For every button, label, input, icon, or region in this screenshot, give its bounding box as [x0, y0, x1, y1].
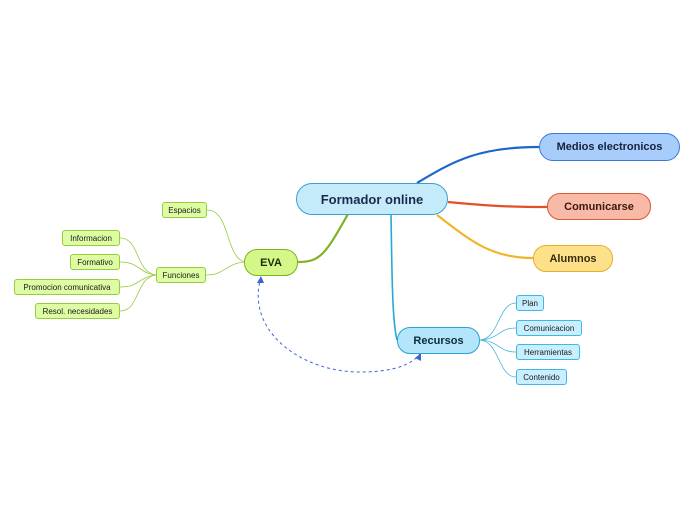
subtopic-informacion[interactable]: Informacion	[62, 230, 120, 246]
connector-informacion	[119, 237, 157, 276]
subtopic-espacios[interactable]: Espacios	[162, 202, 207, 218]
subtopic-label: Herramientas	[523, 347, 572, 357]
subtopic-label: Promocion comunicativa	[23, 282, 111, 292]
connector-comunicacion	[479, 327, 517, 341]
connector-contenido	[479, 339, 517, 378]
connector-alumnos	[436, 214, 534, 260]
subtopic-comunicacion[interactable]: Comunicacion	[516, 320, 582, 336]
topic-eva[interactable]: EVA	[244, 249, 298, 276]
subtopic-label: Informacion	[70, 233, 112, 243]
subtopic-funciones[interactable]: Funciones	[156, 267, 206, 283]
subtopic-label: Comunicacion	[523, 323, 575, 333]
connector-herramientas	[479, 339, 517, 353]
subtopic-label: Formativo	[77, 257, 113, 267]
subtopic-label: Espacios	[168, 205, 201, 215]
topic-eva-label: EVA	[260, 256, 282, 269]
arrowhead-eva	[257, 276, 264, 283]
subtopic-label: Funciones	[162, 270, 200, 280]
connector-medios	[416, 145, 540, 184]
subtopic-label: Plan	[521, 298, 538, 308]
connector-eva	[297, 213, 349, 264]
subtopic-label: Resol. necesidades	[42, 306, 113, 316]
connector-resol	[119, 274, 157, 312]
topic-medios-electronicos[interactable]: Medios electronicos	[539, 133, 680, 161]
subtopic-formativo[interactable]: Formativo	[70, 254, 120, 270]
connector-funciones	[205, 261, 245, 276]
connector-plan	[479, 302, 517, 341]
topic-medios-label: Medios electronicos	[556, 141, 663, 153]
arrowhead-recursos	[415, 353, 421, 361]
central-topic-label: Formador online	[320, 191, 424, 207]
topic-comunicarse-label: Comunicarse	[564, 200, 634, 213]
subtopic-promocion-comunicativa[interactable]: Promocion comunicativa	[14, 279, 120, 295]
subtopic-plan[interactable]: Plan	[516, 295, 544, 311]
relationship-eva-recursos	[257, 276, 421, 373]
connector-comunicarse	[447, 200, 548, 209]
central-topic[interactable]: Formador online	[296, 183, 448, 215]
connector-formativo	[119, 261, 157, 276]
connector-espacios	[206, 209, 245, 263]
topic-alumnos[interactable]: Alumnos	[533, 245, 613, 272]
topic-alumnos-label: Alumnos	[549, 252, 597, 265]
subtopic-resol-necesidades[interactable]: Resol. necesidades	[35, 303, 120, 319]
topic-recursos[interactable]: Recursos	[397, 327, 480, 354]
connector-recursos	[390, 214, 398, 341]
subtopic-label: Contenido	[523, 372, 560, 382]
topic-recursos-label: Recursos	[413, 334, 464, 347]
topic-comunicarse[interactable]: Comunicarse	[547, 193, 651, 220]
subtopic-contenido[interactable]: Contenido	[516, 369, 567, 385]
subtopic-herramientas[interactable]: Herramientas	[516, 344, 580, 360]
